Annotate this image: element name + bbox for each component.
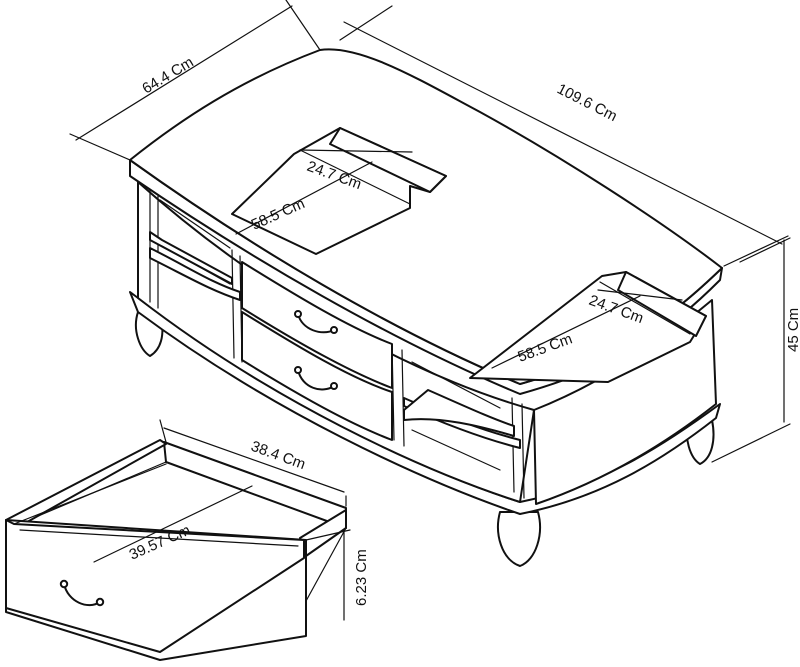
upper-drawer-knob-right xyxy=(330,326,338,334)
length-dimension-line xyxy=(343,21,783,245)
right-compartment-back xyxy=(411,361,501,471)
label-drawer-height: 6.23 Cm xyxy=(353,549,370,606)
right-shelf-inner xyxy=(599,281,691,335)
left-compartment-shelf xyxy=(149,231,233,285)
drawer-width-ext-left xyxy=(159,419,167,443)
height-extension-top xyxy=(739,237,791,263)
left-shelf-inner xyxy=(299,149,411,205)
left-shelf-width-line xyxy=(235,161,373,235)
drawer-left-wall xyxy=(5,439,167,527)
height-extension-bottom xyxy=(711,423,791,463)
left-compartment-shelf-lower xyxy=(149,247,241,301)
drawer-knob-left xyxy=(59,579,69,589)
right-shelf-depth-line xyxy=(597,289,683,301)
label-table-depth: 64.4 Cm xyxy=(139,54,196,98)
left-shelf-depth-line xyxy=(299,149,413,153)
lower-drawer-knob-right xyxy=(330,382,338,390)
right-shelf-board xyxy=(617,271,707,337)
upper-drawer-front xyxy=(241,261,393,389)
lower-drawer-knob-left xyxy=(294,366,302,374)
label-table-length: 109.6 Cm xyxy=(554,80,620,125)
drawer-width-line xyxy=(163,427,345,493)
coffee-table xyxy=(129,48,723,567)
right-compartment-shelf-lower xyxy=(403,389,515,437)
left-shelf-board xyxy=(329,127,447,193)
upper-drawer-knob-left xyxy=(294,310,302,318)
depth-extension-left xyxy=(69,133,131,161)
drawer-depth-line xyxy=(93,485,253,563)
drawer-knob-right xyxy=(95,597,105,607)
table-dimension-lines xyxy=(69,0,791,463)
lower-drawer-front xyxy=(241,311,393,441)
depth-dimension-line xyxy=(75,5,293,141)
drawer-detail xyxy=(5,419,351,661)
length-extension-right xyxy=(723,235,789,267)
right-shelf-width-line xyxy=(491,295,641,369)
leg-front-center xyxy=(497,511,541,567)
left-compartment-back xyxy=(159,199,231,285)
drawer-front-inner-rim xyxy=(13,463,299,547)
length-extension-left xyxy=(339,5,393,41)
label-drawer-width: 38.4 Cm xyxy=(249,438,308,473)
drawer-height-ext-top xyxy=(305,529,351,541)
depth-extension-right xyxy=(285,0,321,51)
label-table-height: 45 Cm xyxy=(785,308,800,352)
